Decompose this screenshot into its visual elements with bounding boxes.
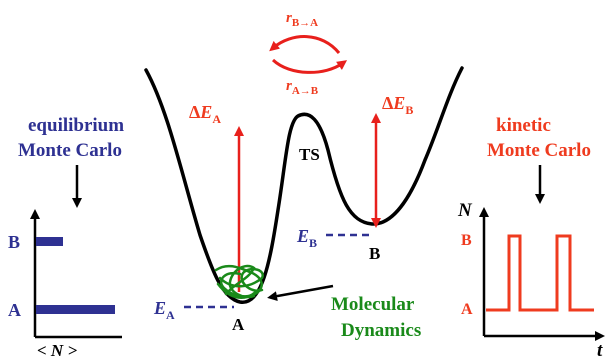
- equilibrium-state-a-label: A: [8, 300, 21, 320]
- md-label-line2: Dynamics: [341, 320, 421, 341]
- rate-b-to-a-label: rB→A: [286, 10, 318, 29]
- equilibrium-label-line2: Monte Carlo: [18, 140, 122, 161]
- state-b-label: B: [369, 244, 380, 263]
- rate-a-to-b-arrow: [271, 58, 348, 74]
- equilibrium-x-label: < N >: [37, 341, 77, 358]
- kinetic-trajectory: [486, 234, 594, 312]
- equilibrium-bar-b: [36, 237, 63, 246]
- state-a-label: A: [232, 315, 245, 334]
- transition-state-label: TS: [299, 145, 320, 164]
- rate-b-to-a-arrow: [269, 35, 341, 54]
- delta-e-a-label: ΔEA: [189, 102, 221, 126]
- potential-energy-curve: [144, 66, 464, 304]
- energy-a-label: EA: [153, 298, 175, 322]
- md-pointer-arrow: [267, 284, 334, 302]
- kinetic-state-a-label: A: [461, 301, 473, 318]
- equilibrium-state-b-label: B: [8, 232, 20, 252]
- equilibrium-bar-a: [36, 305, 115, 314]
- md-label-line1: Molecular: [331, 294, 415, 315]
- kinetic-label-line2: Monte Carlo: [487, 140, 591, 161]
- rate-a-to-b-label: rA→B: [286, 78, 319, 97]
- delta-e-b-label: ΔEB: [382, 93, 413, 117]
- rate-arrows: [269, 35, 348, 74]
- kinetic-state-b-label: B: [461, 232, 472, 249]
- md-trajectory-scribble: [214, 264, 264, 299]
- kinetic-y-label: N: [457, 200, 473, 221]
- energy-b-label: EB: [296, 226, 317, 250]
- kinetic-x-label: t: [597, 340, 603, 358]
- kinetic-label-line1: kinetic: [496, 115, 551, 136]
- equilibrium-label-line1: equilibrium: [28, 115, 124, 136]
